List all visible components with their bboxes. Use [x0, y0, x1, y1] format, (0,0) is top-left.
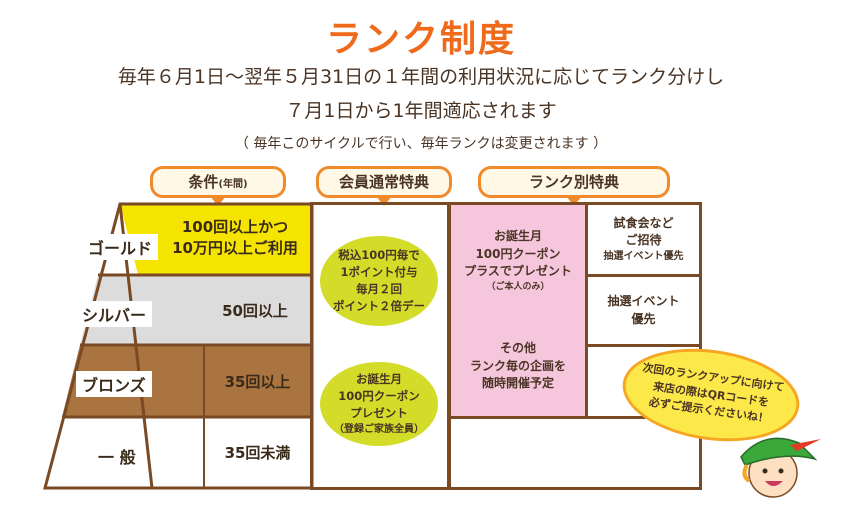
birthday-benefit: お誕生月 100円クーポンプレゼント （登録ご家族全員）	[320, 362, 438, 446]
benefit-line: 試食会など	[613, 215, 674, 230]
gold-condition-line2: 10万円以上ご利用	[172, 239, 298, 257]
header-rank-benefits: ランク別特典	[478, 166, 670, 206]
header-condition-sub: (年間)	[218, 179, 248, 190]
silver-band	[80, 275, 312, 345]
intro-note: （ 毎年このサイクルで行い、毎年ランクは変更されます ）	[234, 136, 608, 152]
benefit-line: プレゼント	[350, 406, 408, 421]
header-regular-label: 会員通常特典	[338, 173, 429, 191]
bronze-band	[62, 345, 312, 417]
header-regular-benefits: 会員通常特典	[316, 166, 452, 206]
arrow-icon	[376, 196, 392, 206]
benefit-line: 税込100円毎で	[338, 247, 420, 262]
benefit-line: ランク毎の企画を	[469, 358, 566, 373]
benefit-line: （登録ご家族全員）	[334, 424, 424, 436]
gold-rank-benefit: 試食会などご招待抽選イベント優先	[585, 202, 702, 277]
page-title: ランク制度	[325, 19, 516, 60]
arrow-icon	[566, 196, 582, 206]
general-rank-benefit	[448, 416, 702, 490]
point-benefit: 税込100円毎で 1ポイント付与毎月２回ポイント２倍デー	[320, 236, 438, 326]
benefit-line: プラスでプレゼント	[464, 264, 572, 279]
gold-condition-line1: 100回以上かつ	[181, 218, 289, 236]
benefit-line: 随時開催予定	[481, 376, 554, 391]
benefit-line: お誕生月	[356, 371, 402, 386]
benefit-line: 100円クーポン	[338, 388, 420, 403]
benefit-line: お誕生月	[493, 229, 542, 244]
bronze-condition: 35回以上	[224, 373, 291, 391]
intro-line-1: 毎年６月1日〜翌年５月31日の１年間の利用状況に応じてランク分けし	[117, 66, 725, 88]
rank-benefits-pink: お誕生月 100円クーポンプラスでプレゼント （ご本人のみ） その他ランク毎の企画を…	[448, 202, 588, 419]
benefit-line: ポイント２倍デー	[333, 299, 425, 314]
rank-silver-label: シルバー	[76, 301, 153, 327]
rank-gold-label: ゴールド	[82, 234, 159, 260]
intro-line-2: ７月1日から1年間適応されます	[285, 100, 557, 122]
silver-rank-benefit: 抽選イベント優先	[585, 274, 702, 347]
header-rank-label: ランク別特典	[528, 173, 619, 191]
silver-condition: 50回以上	[222, 302, 288, 320]
benefit-line: 優先	[631, 311, 656, 326]
header-condition-label: 条件	[188, 173, 219, 191]
benefit-line: ご招待	[625, 233, 662, 248]
header-condition: 条件(年間)	[150, 166, 286, 206]
gold-condition: 100回以上かつ 10万円以上ご利用	[160, 217, 310, 259]
benefit-line: 100円クーポン	[475, 246, 561, 261]
benefit-line: （ご本人のみ）	[486, 281, 550, 292]
benefit-line: 毎月２回	[356, 282, 402, 296]
benefit-line: 抽選イベント	[607, 294, 680, 309]
rank-general-label: 一 般	[92, 443, 142, 469]
arrow-icon	[210, 196, 226, 206]
gold-band	[120, 204, 312, 275]
benefit-line: 1ポイント付与	[340, 264, 418, 279]
benefit-line: 抽選イベント優先	[603, 250, 684, 262]
general-condition: 35回未満	[224, 444, 291, 462]
mascot-icon	[740, 437, 821, 498]
rank-bronze-label: ブロンズ	[76, 371, 152, 397]
benefit-line: その他	[499, 341, 536, 356]
